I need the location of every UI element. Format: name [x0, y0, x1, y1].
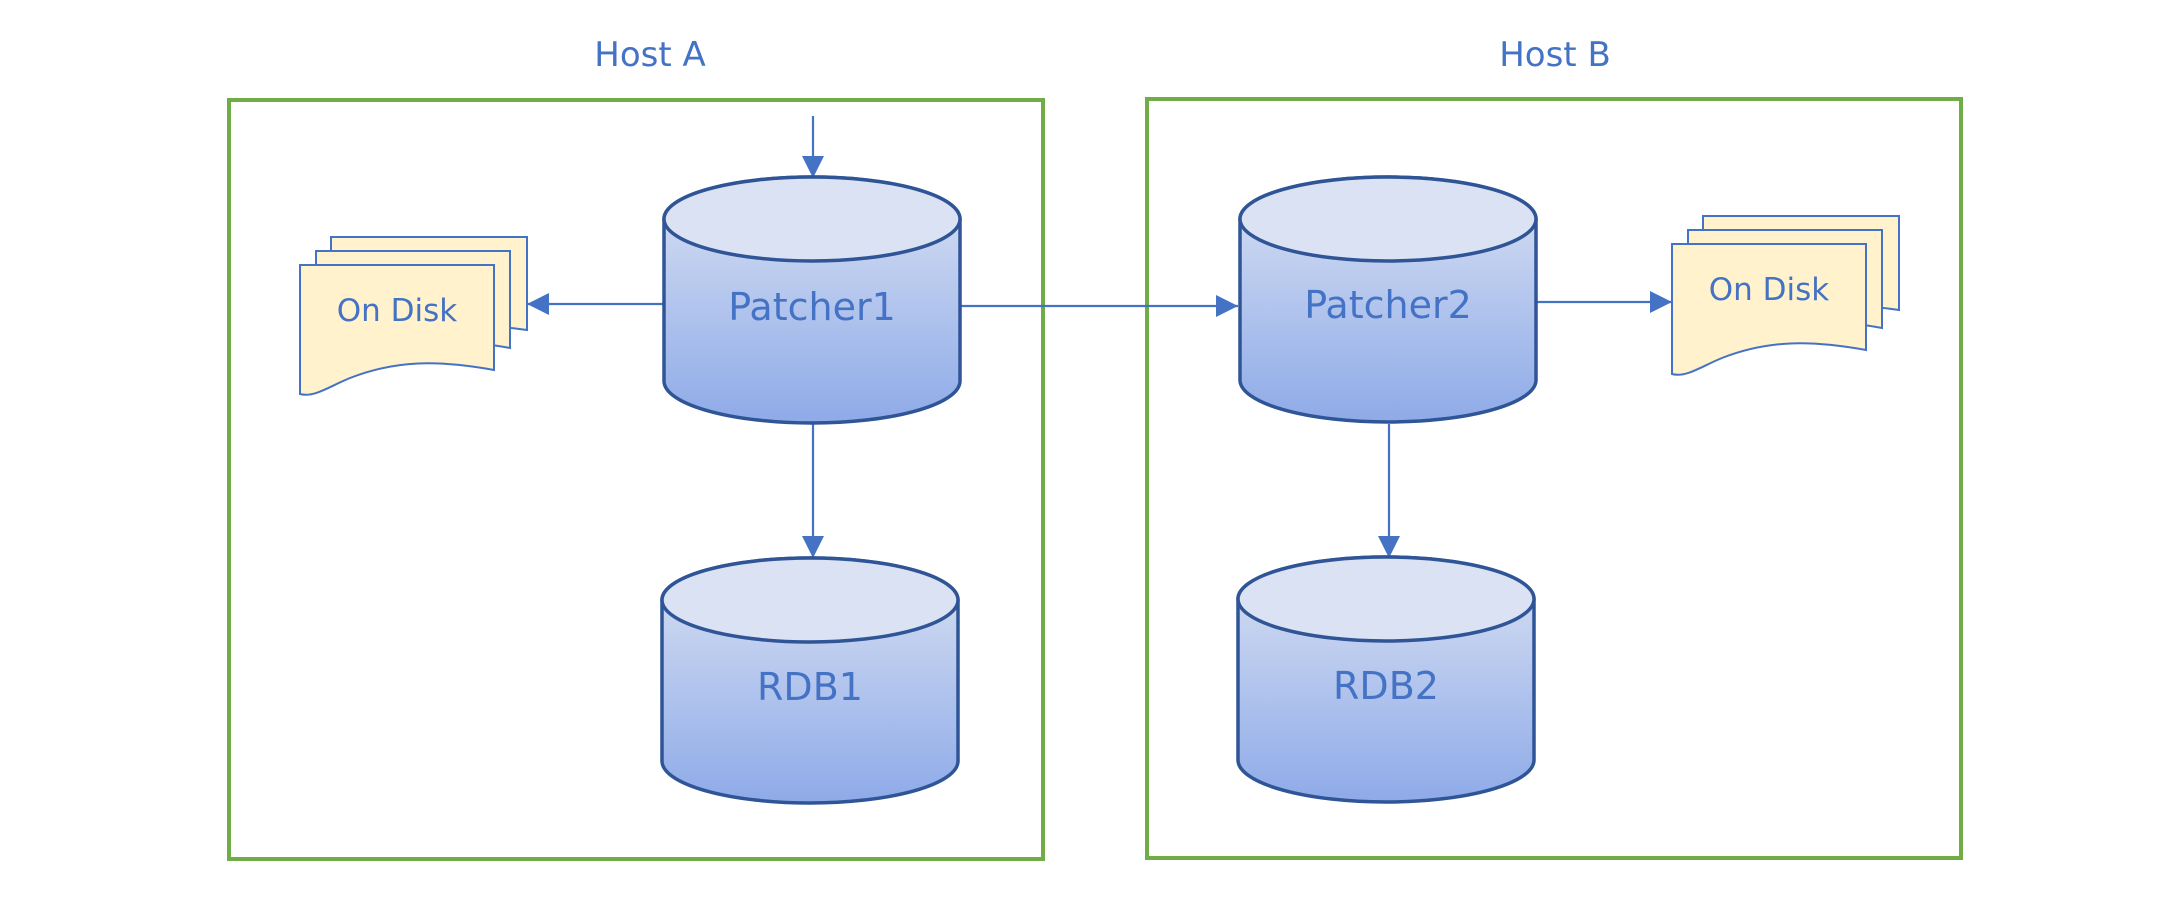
rdb1-label: RDB1 [757, 665, 863, 709]
host-a-box [227, 98, 1045, 861]
rdb2-cylinder: RDB2 [1236, 555, 1536, 804]
on-disk-a-label: On Disk [337, 293, 458, 329]
on-disk-b-label: On Disk [1709, 272, 1830, 308]
patcher2-cylinder: Patcher2 [1238, 175, 1538, 424]
patcher1-label: Patcher1 [728, 285, 896, 329]
on-disk-b-icon: On Disk [1671, 215, 1900, 376]
rdb1-cylinder: RDB1 [660, 556, 960, 805]
rdb2-label: RDB2 [1333, 664, 1439, 708]
host-b-box [1145, 97, 1963, 860]
patcher2-label: Patcher2 [1304, 283, 1472, 327]
host-b-title: Host B [1499, 35, 1611, 75]
on-disk-a-icon: On Disk [299, 236, 528, 396]
patcher1-cylinder: Patcher1 [662, 175, 962, 425]
host-a-title: Host A [594, 35, 705, 75]
